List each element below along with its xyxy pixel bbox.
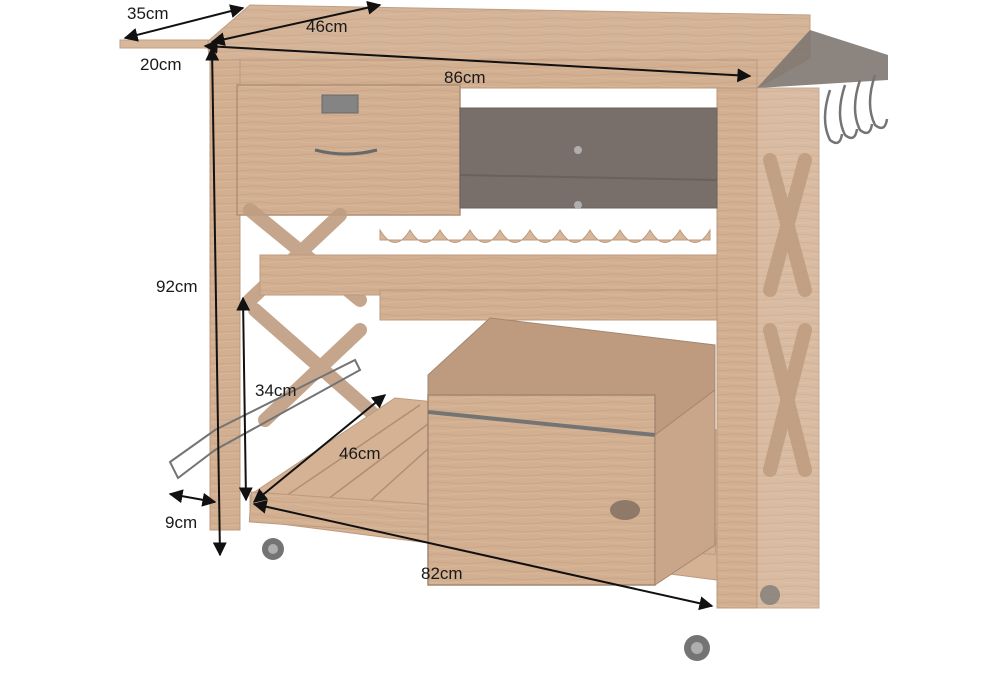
hook-rail-icon: [823, 74, 889, 145]
left-front-leg: [209, 59, 241, 531]
caster-wheel-icon: [684, 635, 710, 661]
dim-line-depth-top: [210, 0, 382, 47]
dim-line-height-total: [205, 46, 227, 557]
drop-leaf: [119, 39, 209, 49]
dim-line-width-bottom: [252, 499, 714, 611]
dim-label-shelf-clearance: 34cm: [255, 381, 297, 400]
caster-wheel-icon: [262, 538, 284, 560]
dim-label-depth-top: 46cm: [306, 17, 348, 36]
drawer-knob-icon: [574, 146, 582, 154]
storage-crate: [427, 317, 716, 586]
dim-label-height-total: 92cm: [156, 277, 198, 296]
drawer-handle-icon: [314, 148, 378, 156]
crate-handle-icon: [610, 500, 640, 520]
dim-label-width-bottom: 82cm: [421, 564, 463, 583]
label-holder-icon: [321, 94, 359, 114]
dim-label-wheel-offset: 9cm: [165, 513, 198, 532]
dim-label-drop-leaf-width: 35cm: [127, 4, 169, 23]
side-towel-bar: [757, 30, 888, 88]
dim-line-depth-bottom: [252, 394, 387, 503]
dim-label-drop-leaf-depth: 20cm: [140, 55, 182, 74]
dark-drawer-unit: [459, 107, 718, 209]
dim-line-shelf-clearance: [236, 296, 253, 502]
drawer-knob-icon: [574, 201, 582, 209]
right-front-leg: [716, 87, 758, 609]
caster-wheel-icon: [760, 585, 780, 605]
dim-label-depth-bottom: 46cm: [339, 444, 381, 463]
dim-label-width-top: 86cm: [444, 68, 486, 87]
dim-line-width-top: [203, 39, 752, 83]
wine-rack: [259, 228, 718, 321]
dim-line-wheel-offset: [168, 489, 217, 507]
dimension-lines: [123, 0, 752, 611]
